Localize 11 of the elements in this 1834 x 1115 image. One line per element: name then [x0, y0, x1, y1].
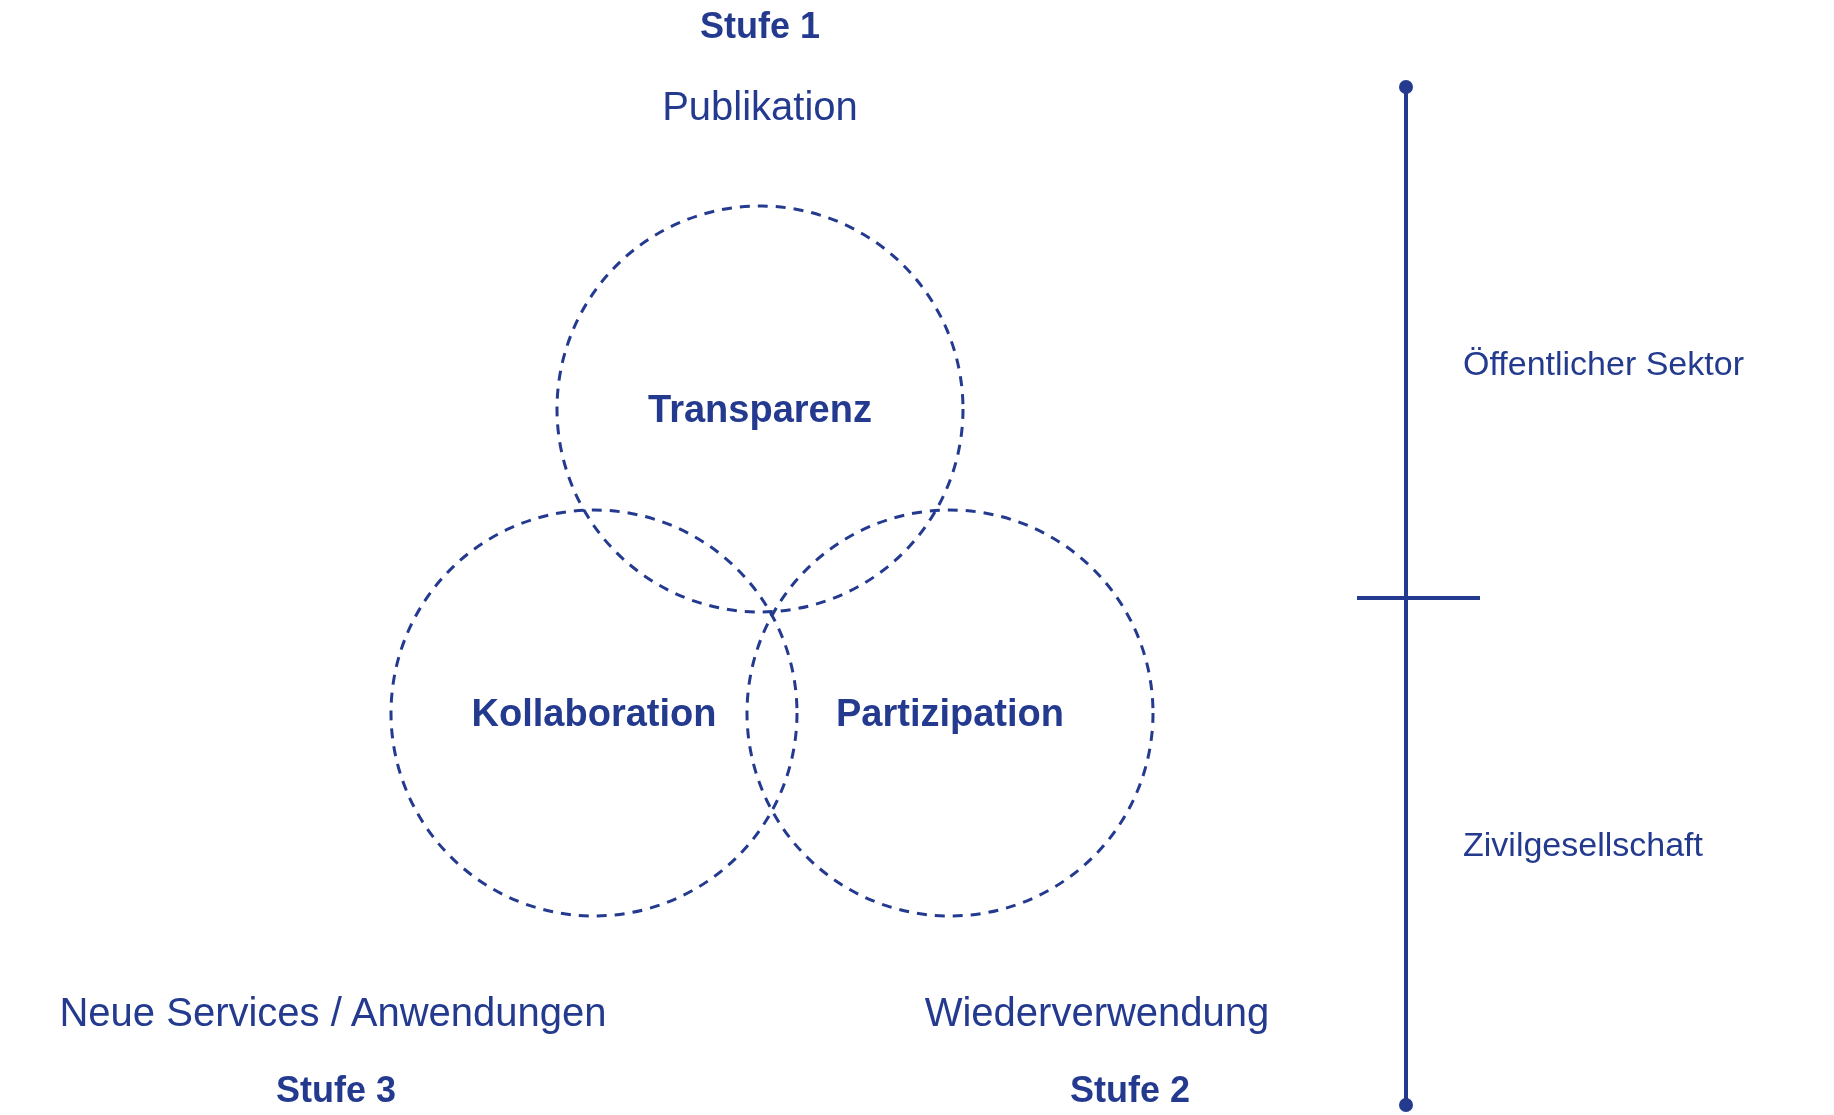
stage-description: Wiederverwendung — [924, 992, 1270, 1032]
circle-label: Kollaboration — [471, 691, 717, 735]
circle-label: Transparenz — [648, 387, 872, 431]
scale-label: Öffentlicher Sektor — [1463, 346, 1744, 380]
stage-heading: Stufe 1 — [700, 8, 820, 44]
stage-heading: Stufe 3 — [276, 1072, 396, 1108]
circle-label: Partizipation — [836, 691, 1064, 735]
scale-label: Zivilgesellschaft — [1463, 827, 1703, 861]
stage-heading: Stufe 2 — [1070, 1072, 1190, 1108]
stage-description: Neue Services / Anwendungen — [59, 992, 607, 1032]
stage-description: Publikation — [662, 86, 858, 126]
